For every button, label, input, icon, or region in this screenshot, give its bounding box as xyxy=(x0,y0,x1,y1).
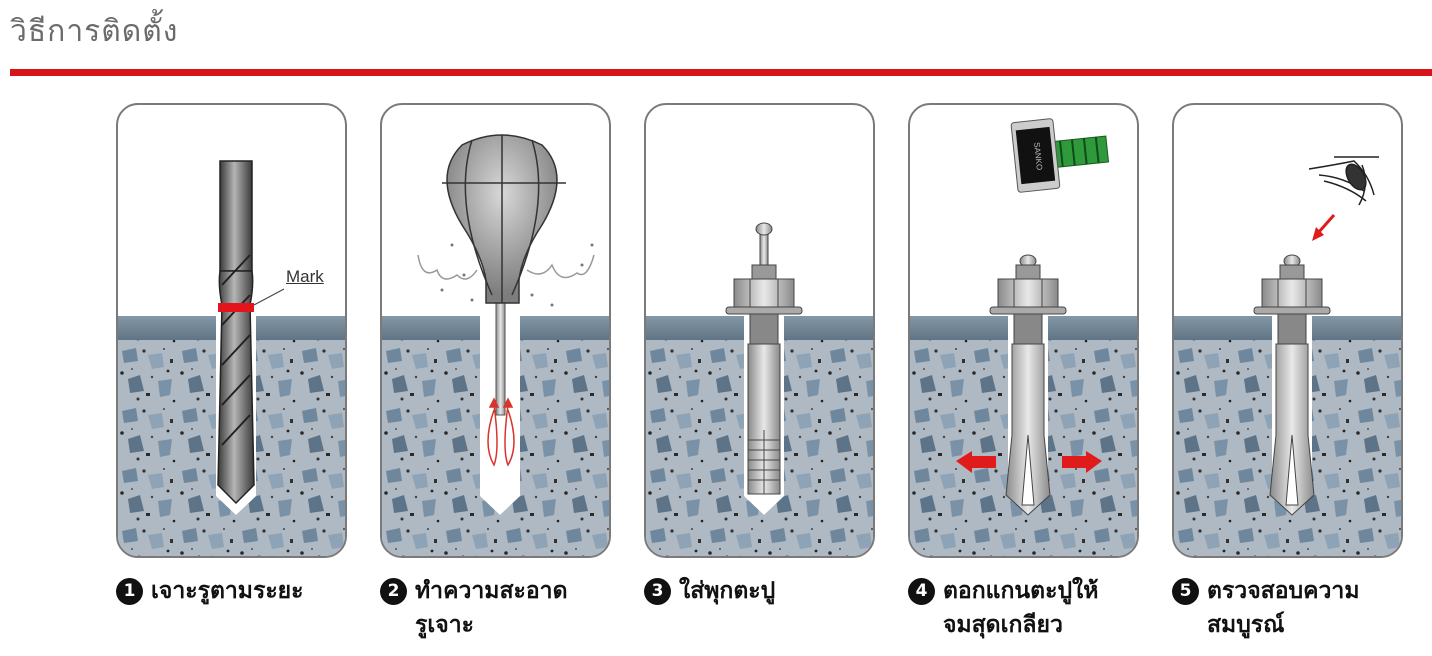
step-3-caption: 3 ใส่พุกตะปู xyxy=(644,574,775,608)
page-title: วิธีการติดตั้ง xyxy=(10,14,179,49)
step-2-illustration xyxy=(380,103,611,558)
step-label: เจาะรูตามระยะ xyxy=(151,578,304,604)
blower-bulb-icon xyxy=(442,134,566,304)
mark-annotation: Mark xyxy=(286,267,324,286)
step-number-badge: 5 xyxy=(1172,578,1199,605)
hammer-icon: SANKO xyxy=(1010,118,1110,193)
red-arrow-icon xyxy=(1312,214,1336,241)
step-label: ตรวจสอบความ สมบูรณ์ xyxy=(1207,578,1360,638)
step-number-badge: 2 xyxy=(380,578,407,605)
step-number-badge: 1 xyxy=(116,578,143,605)
step-5-illustration xyxy=(1172,103,1403,558)
eye-icon xyxy=(1308,156,1379,206)
step-number-badge: 3 xyxy=(644,578,671,605)
step-5-caption: 5 ตรวจสอบความ สมบูรณ์ xyxy=(1172,574,1360,642)
svg-text:SANKO: SANKO xyxy=(1032,142,1044,171)
step-1-illustration: Mark xyxy=(116,103,347,558)
anchor-bolt-icon xyxy=(725,222,803,495)
step-4-caption: 4 ตอกแกนตะปูให้ จมสุดเกลียว xyxy=(908,574,1098,642)
step-1-caption: 1 เจาะรูตามระยะ xyxy=(116,574,304,608)
step-4-illustration: SANKO xyxy=(908,103,1139,558)
step-2-caption: 2 ทำความสะอาด รูเจาะ xyxy=(380,574,568,642)
title-divider xyxy=(10,69,1432,76)
step-number-badge: 4 xyxy=(908,578,935,605)
expansion-arrows-icon xyxy=(956,451,1102,473)
anchor-bolt-icon xyxy=(989,254,1067,516)
anchor-bolt-icon xyxy=(1253,254,1331,516)
step-3-illustration xyxy=(644,103,875,558)
step-label: ใส่พุกตะปู xyxy=(679,578,776,604)
airflow-arrows-icon xyxy=(487,397,515,467)
drill-bit-icon xyxy=(217,160,255,505)
step-label: ตอกแกนตะปูให้ จมสุดเกลียว xyxy=(943,578,1099,638)
step-label: ทำความสะอาด รูเจาะ xyxy=(415,578,568,638)
